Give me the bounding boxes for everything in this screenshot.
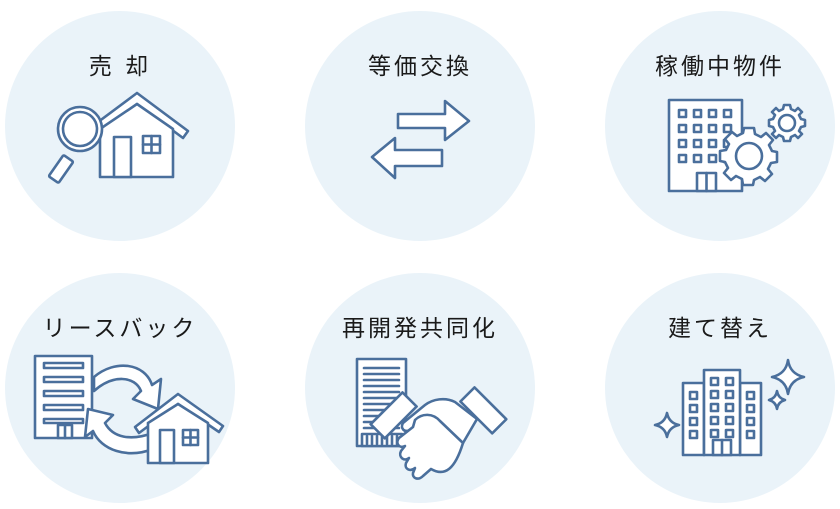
leaseback-cycle-icon — [5, 273, 235, 503]
house-search-icon — [5, 11, 235, 241]
service-label: 売 却 — [88, 54, 152, 80]
building-handshake-icon — [305, 273, 535, 503]
service-sale[interactable]: 売 却 — [5, 11, 235, 241]
service-redevelopment[interactable]: 再開発共同化 — [305, 273, 535, 503]
service-label: リースバック — [42, 316, 198, 342]
service-label: 稼働中物件 — [655, 54, 785, 80]
service-leaseback[interactable]: リースバック — [5, 273, 235, 503]
service-operating-property[interactable]: 稼働中物件 — [605, 11, 835, 241]
service-rebuild[interactable]: 建て替え — [605, 273, 835, 503]
service-label: 再開発共同化 — [342, 316, 498, 342]
building-gears-icon — [605, 11, 835, 241]
exchange-arrows-icon — [305, 11, 535, 241]
new-building-sparkle-icon — [605, 273, 835, 503]
service-label: 建て替え — [668, 316, 772, 342]
service-equivalent-exchange[interactable]: 等価交換 — [305, 11, 535, 241]
service-label: 等価交換 — [368, 54, 472, 80]
